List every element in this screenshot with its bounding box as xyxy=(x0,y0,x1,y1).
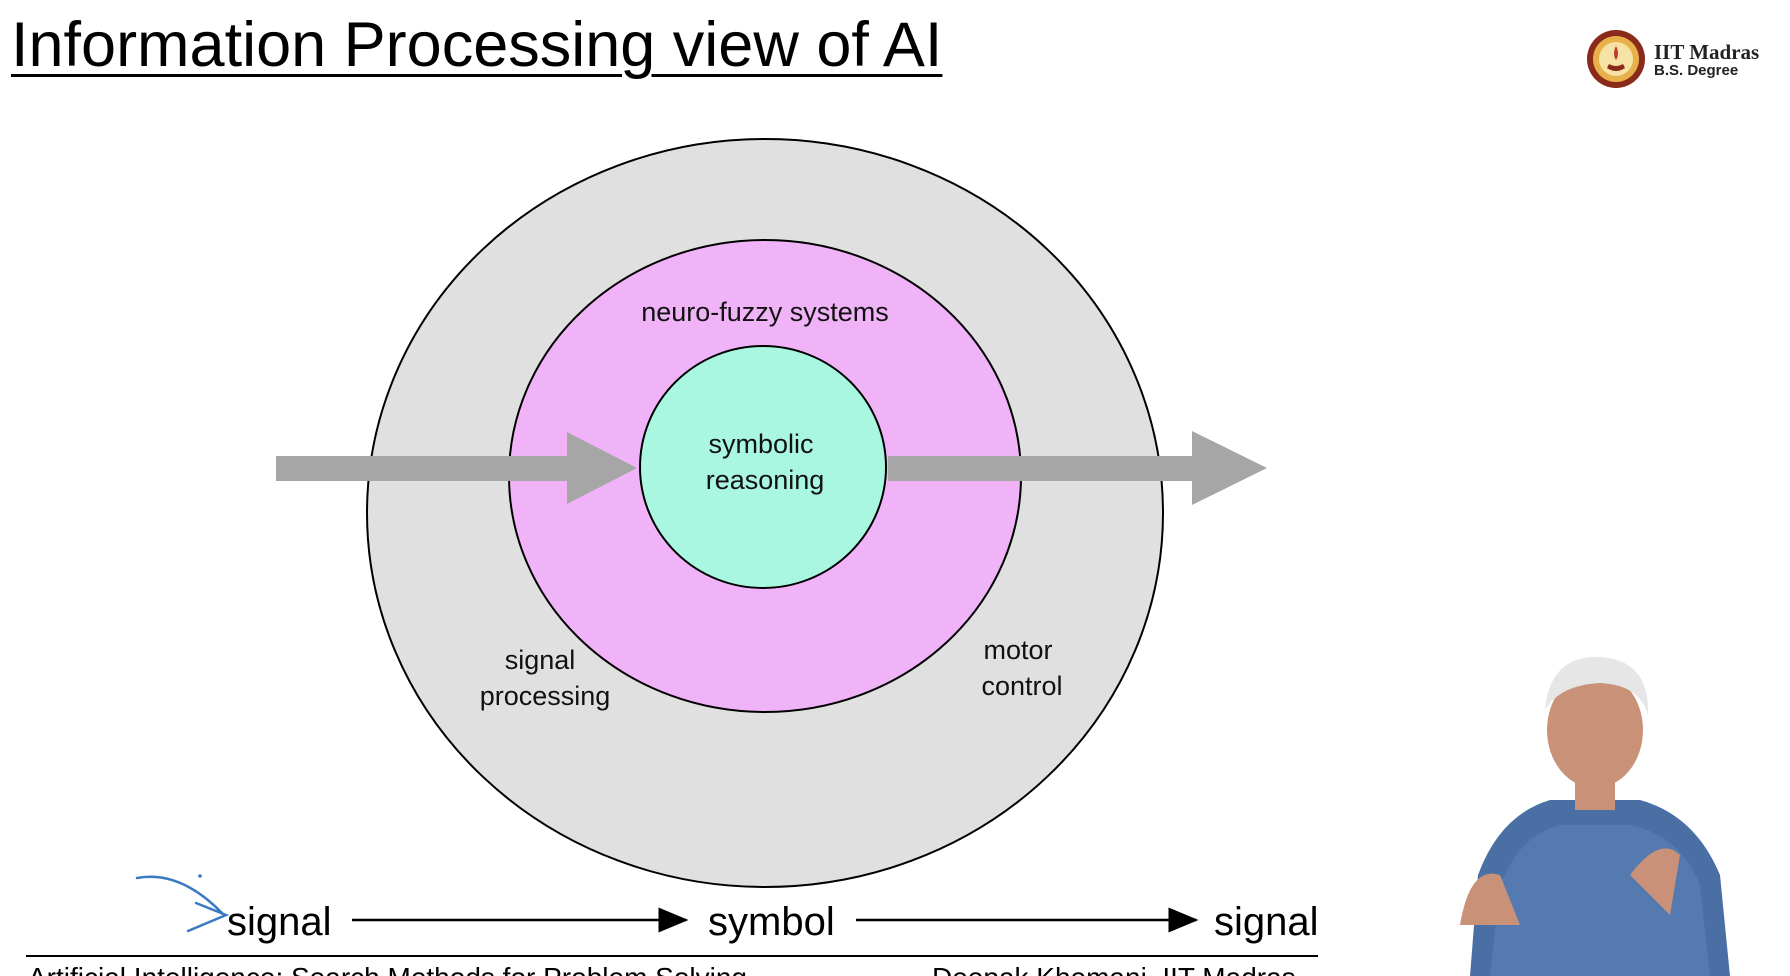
center-label-line1: symbolic xyxy=(708,429,814,459)
flow-end-signal: signal xyxy=(1214,900,1319,944)
iit-madras-logo: IIT Madras B.S. Degree xyxy=(1585,26,1765,92)
handwritten-annotation-dot xyxy=(198,874,202,878)
footer-author: Deepak Khemani, IIT Madras xyxy=(932,962,1296,976)
center-circle xyxy=(639,345,887,589)
input-arrow xyxy=(276,432,637,504)
presenter-video-icon xyxy=(1430,625,1760,976)
motor-control-label-line2: control xyxy=(981,671,1063,701)
motor-control-label-line1: motor xyxy=(983,635,1053,665)
middle-ring-label: neuro-fuzzy systems xyxy=(641,297,889,327)
signal-processing-label-line2: processing xyxy=(479,681,611,711)
slide-title: Information Processing view of AI xyxy=(11,10,943,80)
signal-processing-label-line1: signal xyxy=(504,645,576,675)
flow-middle-symbol: symbol xyxy=(708,900,835,944)
logo-title: IIT Madras xyxy=(1654,40,1760,64)
footer-rule xyxy=(26,955,1318,957)
center-label-line2: reasoning xyxy=(705,465,825,495)
footer-course-title: Artificial Intelligence: Search Methods … xyxy=(28,962,747,976)
logo-subtitle: B.S. Degree xyxy=(1654,62,1739,79)
iit-madras-seal-icon xyxy=(1587,30,1645,88)
flow-start-signal: signal xyxy=(227,900,332,944)
handwritten-annotation-arrow xyxy=(135,875,230,933)
output-arrow xyxy=(888,431,1267,505)
